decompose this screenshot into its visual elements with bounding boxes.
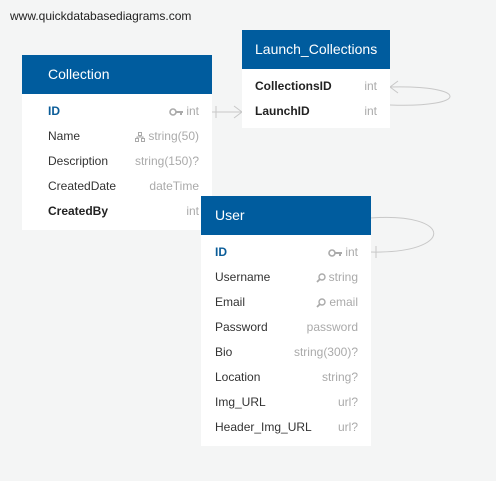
many-marker xyxy=(389,80,399,88)
field-row[interactable]: Username string xyxy=(201,265,371,290)
field-type: url? xyxy=(337,395,358,409)
many-marker xyxy=(389,86,399,94)
table-user[interactable]: User ID int Username string Email email … xyxy=(201,196,371,446)
user-self-loop xyxy=(369,216,434,253)
field-type: password xyxy=(306,320,358,334)
field-row[interactable]: Header_Img_URL url? xyxy=(201,415,371,440)
field-row[interactable]: ID int xyxy=(201,240,371,265)
field-type: int xyxy=(328,240,358,265)
field-row[interactable]: Location string? xyxy=(201,365,371,390)
field-name: ID xyxy=(215,245,227,259)
field-name: Email xyxy=(215,295,246,309)
field-name: Bio xyxy=(215,345,233,359)
field-row[interactable]: CollectionsID int xyxy=(242,74,390,99)
field-type: string(150)? xyxy=(134,154,199,168)
table-collection[interactable]: Collection ID int Name string(50) Descri… xyxy=(22,55,212,230)
field-type: string(50) xyxy=(135,124,199,149)
watermark: www.quickdatabasediagrams.com xyxy=(10,9,192,23)
field-row[interactable]: Description string(150)? xyxy=(22,149,212,174)
field-type: int xyxy=(186,204,199,218)
field-name: CreatedBy xyxy=(48,204,109,218)
many-marker xyxy=(233,111,243,119)
search-icon xyxy=(316,273,326,283)
field-name: Password xyxy=(215,320,268,334)
field-row[interactable]: ID int xyxy=(22,99,212,124)
table-title: Collection xyxy=(22,55,212,94)
field-name: CollectionsID xyxy=(255,79,332,93)
many-marker xyxy=(233,105,243,113)
field-type: int xyxy=(364,104,377,118)
launch-self-loop xyxy=(389,86,451,106)
field-name: CreatedDate xyxy=(48,179,117,193)
field-type: int xyxy=(169,99,199,124)
search-icon xyxy=(316,298,327,308)
field-type: dateTime xyxy=(149,179,199,193)
table-title: User xyxy=(201,196,371,235)
field-name: Description xyxy=(48,154,109,168)
field-row[interactable]: LaunchID int xyxy=(242,99,390,124)
field-row[interactable]: Bio string(300)? xyxy=(201,340,371,365)
field-name: Name xyxy=(48,129,81,143)
table-launch-collections[interactable]: Launch_Collections CollectionsID int Lau… xyxy=(242,30,390,128)
field-row[interactable]: Img_URL url? xyxy=(201,390,371,415)
field-name: Img_URL xyxy=(215,395,266,409)
field-name: Location xyxy=(215,370,261,384)
field-type: email xyxy=(316,290,358,315)
key-icon xyxy=(328,249,343,257)
field-row[interactable]: Name string(50) xyxy=(22,124,212,149)
field-row[interactable]: CreatedBy int xyxy=(22,199,212,224)
key-icon xyxy=(169,108,184,116)
field-name: ID xyxy=(48,104,60,118)
table-title: Launch_Collections xyxy=(242,30,390,69)
field-row[interactable]: Email email xyxy=(201,290,371,315)
field-type: string xyxy=(316,265,358,290)
field-type: url? xyxy=(337,420,358,434)
field-type: string(300)? xyxy=(293,345,358,359)
index-icon xyxy=(135,131,146,142)
field-name: LaunchID xyxy=(255,104,310,118)
field-name: Header_Img_URL xyxy=(215,420,312,434)
field-type: int xyxy=(364,79,377,93)
field-row[interactable]: CreatedDate dateTime xyxy=(22,174,212,199)
field-name: Username xyxy=(215,270,271,284)
field-row[interactable]: Password password xyxy=(201,315,371,340)
field-type: string? xyxy=(321,370,358,384)
